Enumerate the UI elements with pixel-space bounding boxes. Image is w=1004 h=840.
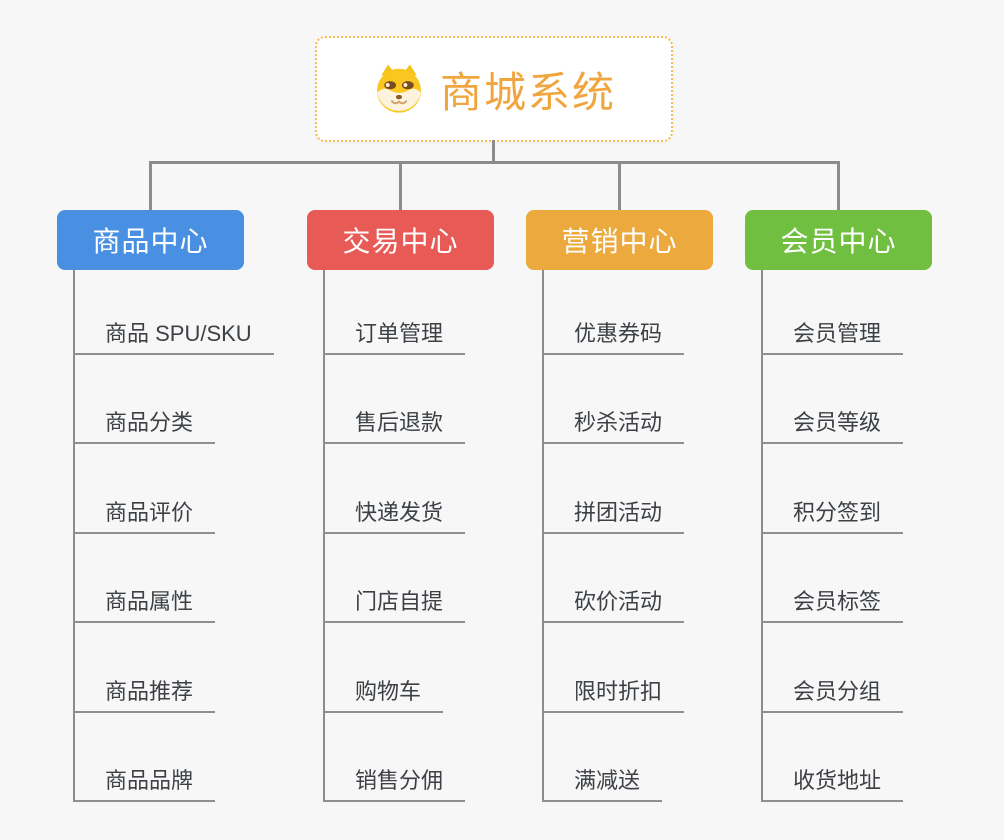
leaf-topic[interactable]: 商品分类 bbox=[73, 406, 216, 445]
leaf-topic[interactable]: 会员等级 bbox=[761, 406, 904, 445]
leaf-topic[interactable]: 会员管理 bbox=[761, 317, 904, 355]
branch-node-0[interactable]: 商品中心 bbox=[57, 210, 244, 270]
trunk-line bbox=[761, 270, 763, 801]
leaf-topic[interactable]: 会员标签 bbox=[761, 585, 904, 624]
leaf-topic[interactable]: 积分签到 bbox=[761, 496, 904, 534]
leaf-topic[interactable]: 限时折扣 bbox=[542, 675, 685, 713]
connector-line bbox=[837, 161, 840, 210]
leaf-topic[interactable]: 销售分佣 bbox=[323, 764, 466, 802]
branch-label: 交易中心 bbox=[342, 226, 459, 257]
connector-line bbox=[491, 140, 495, 164]
trunk-line bbox=[542, 270, 544, 801]
leaf-topic[interactable]: 优惠券码 bbox=[542, 317, 685, 355]
leaf-topic[interactable]: 购物车 bbox=[323, 675, 444, 713]
leaf-topic[interactable]: 商品 SPU/SKU bbox=[73, 317, 274, 355]
shiba-dog-icon bbox=[372, 62, 426, 116]
leaf-topic[interactable]: 商品属性 bbox=[73, 585, 216, 624]
leaf-topic[interactable]: 快递发货 bbox=[323, 496, 466, 534]
leaf-topic[interactable]: 砍价活动 bbox=[542, 585, 685, 624]
leaf-topic[interactable]: 满减送 bbox=[542, 764, 663, 802]
trunk-line bbox=[73, 270, 75, 801]
connector-line bbox=[149, 161, 840, 164]
leaf-topic[interactable]: 订单管理 bbox=[323, 317, 466, 355]
branch-label: 营销中心 bbox=[561, 226, 678, 257]
leaf-topic[interactable]: 商品品牌 bbox=[73, 764, 216, 802]
leaf-topic[interactable]: 商品推荐 bbox=[73, 675, 216, 713]
trunk-line bbox=[323, 270, 325, 801]
leaf-topic[interactable]: 门店自提 bbox=[323, 585, 466, 624]
branch-label: 商品中心 bbox=[92, 226, 209, 257]
leaf-topic[interactable]: 拼团活动 bbox=[542, 496, 685, 534]
branch-node-3[interactable]: 会员中心 bbox=[745, 210, 932, 270]
branch-node-1[interactable]: 交易中心 bbox=[307, 210, 494, 270]
leaf-topic[interactable]: 会员分组 bbox=[761, 675, 904, 713]
leaf-topic[interactable]: 商品评价 bbox=[73, 496, 216, 534]
connector-line bbox=[149, 161, 152, 210]
connector-line bbox=[618, 161, 621, 210]
leaf-topic[interactable]: 秒杀活动 bbox=[542, 406, 685, 445]
root-title: 商城系统 bbox=[439, 68, 616, 116]
root-node-mall-system[interactable]: 商城系统 bbox=[315, 36, 673, 142]
leaf-topic[interactable]: 售后退款 bbox=[323, 406, 466, 445]
branch-label: 会员中心 bbox=[780, 226, 897, 257]
leaf-topic[interactable]: 收货地址 bbox=[761, 764, 904, 802]
connector-line bbox=[399, 161, 402, 210]
branch-node-2[interactable]: 营销中心 bbox=[526, 210, 713, 270]
